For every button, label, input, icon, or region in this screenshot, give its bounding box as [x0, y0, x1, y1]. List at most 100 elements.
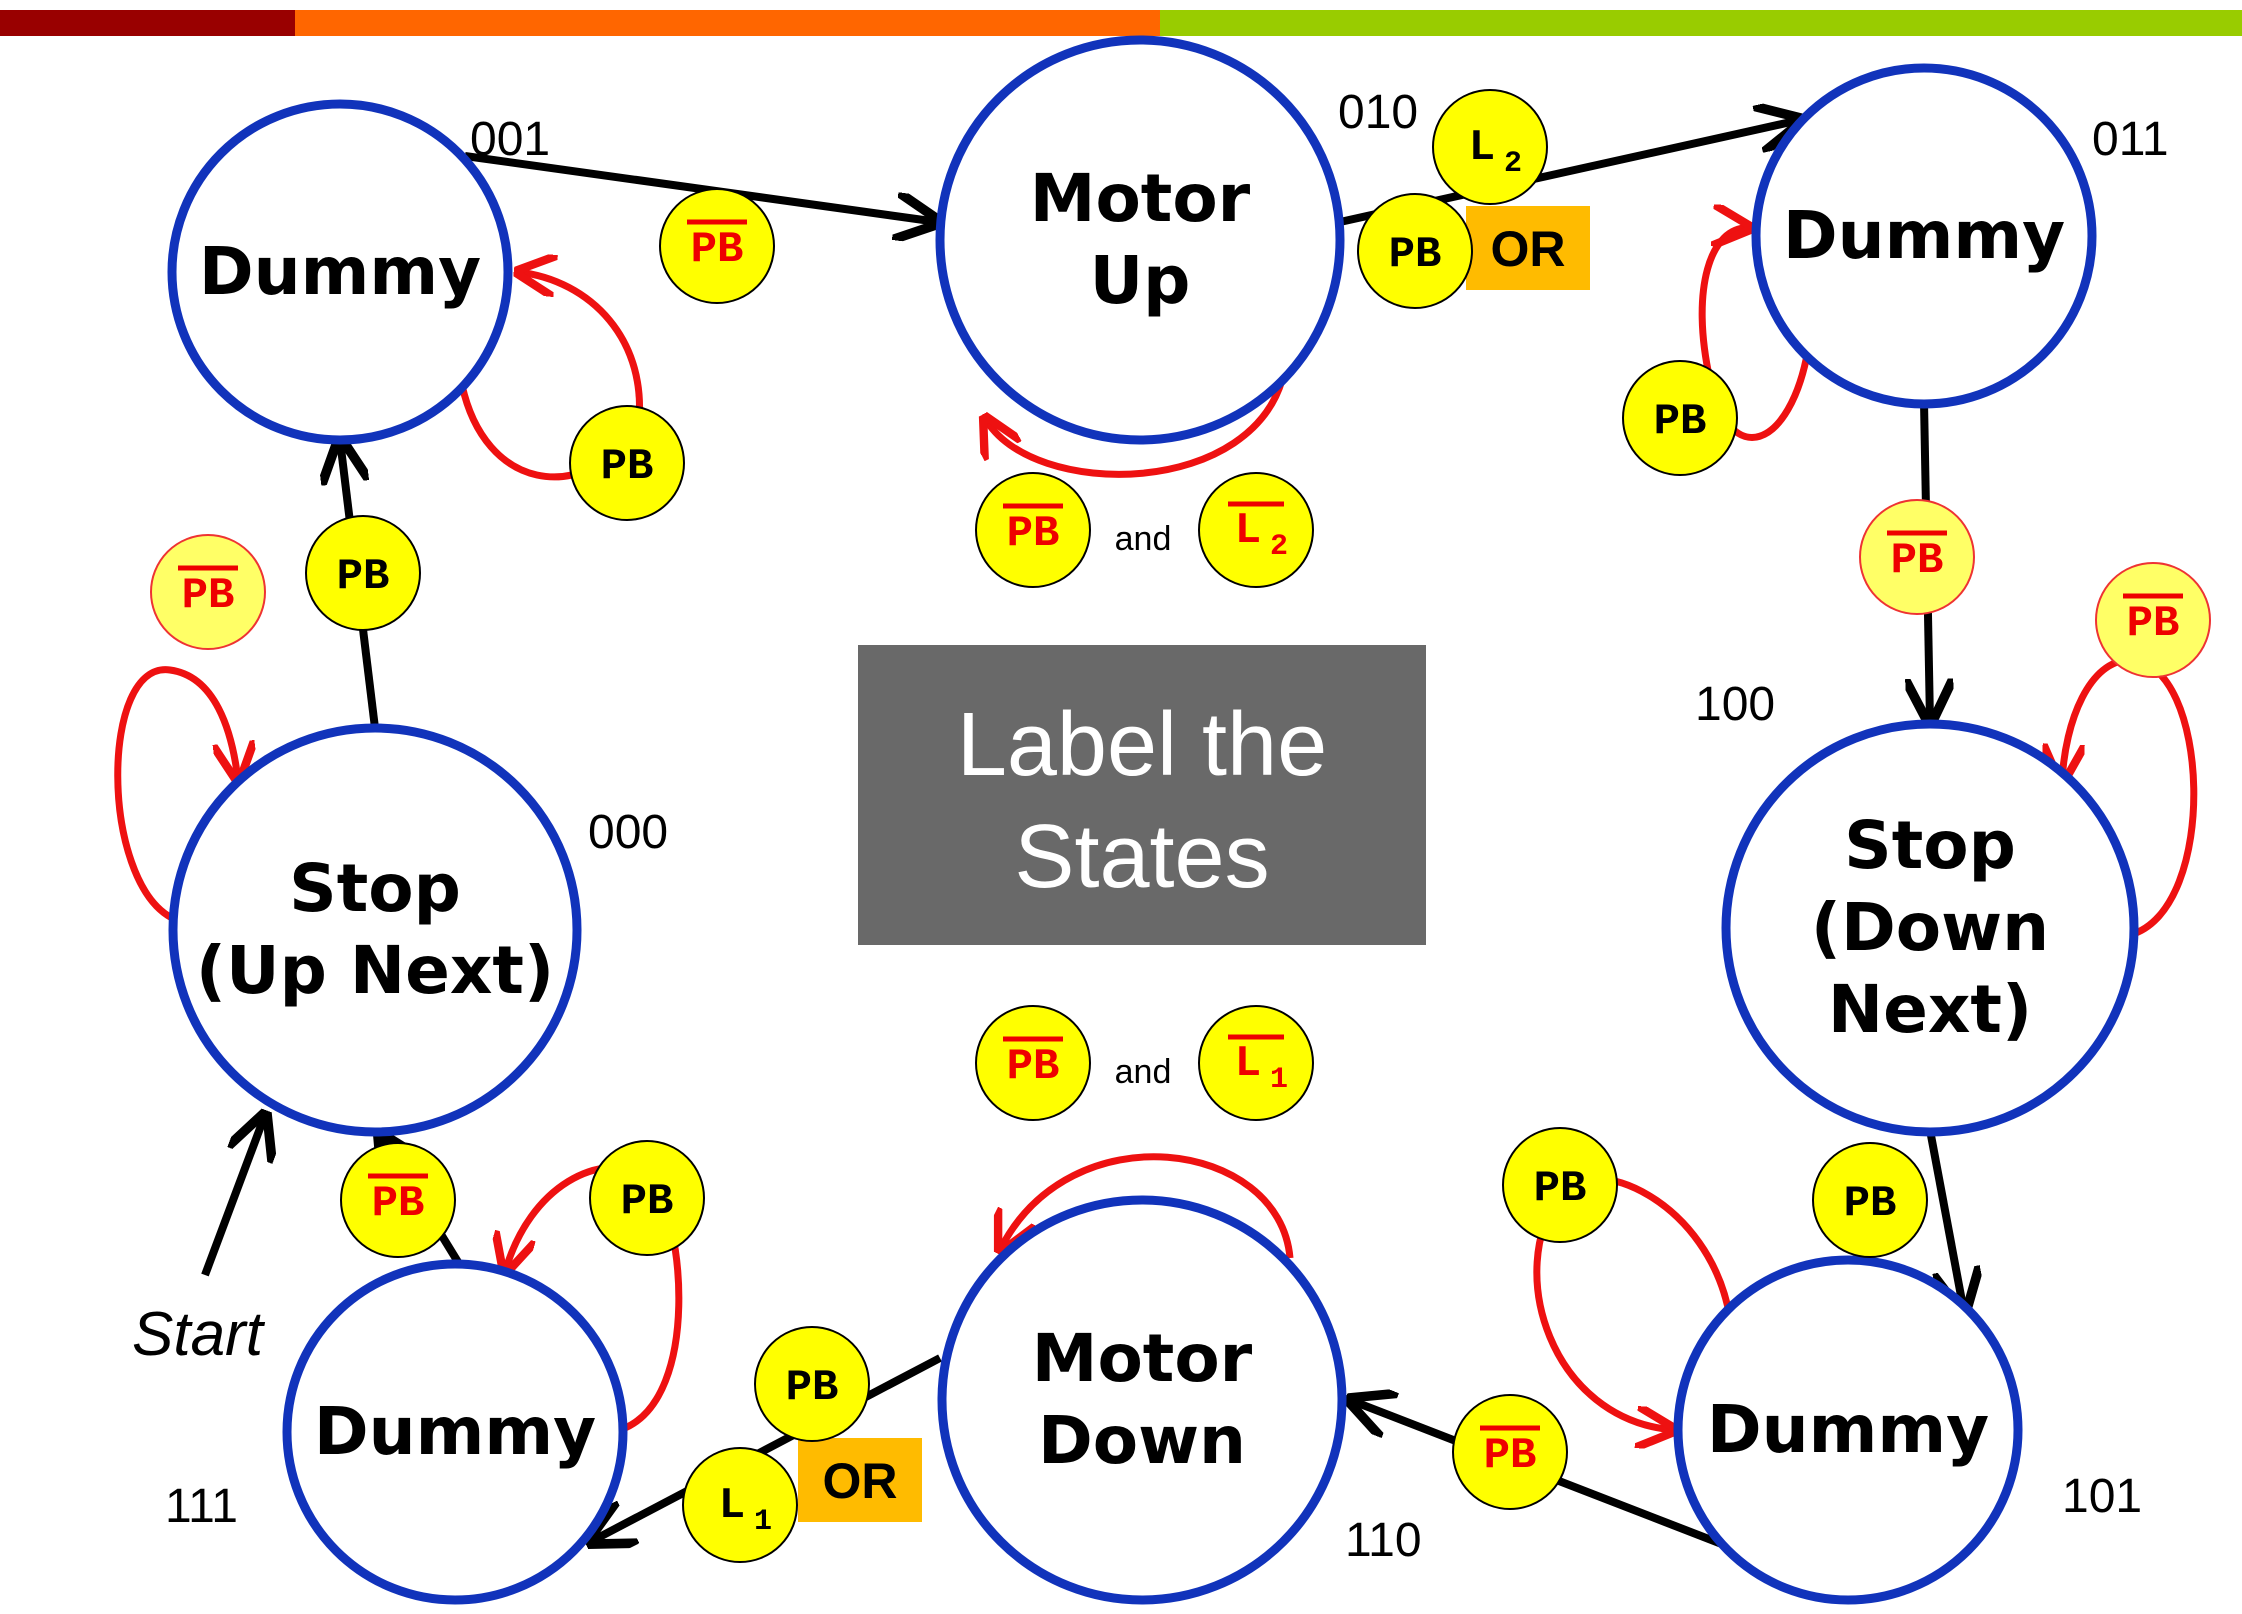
condition-text: PB	[786, 1363, 839, 1413]
condition-bubble	[754, 1326, 870, 1442]
cond-pb-110-111: PB	[754, 1326, 870, 1442]
condition-text: PB	[1484, 1431, 1537, 1481]
state-name-line: Motor	[1030, 160, 1251, 237]
state-code: 001	[470, 113, 550, 166]
label-box-line1: Label the	[957, 695, 1327, 795]
and-text-loop-110: and	[1115, 1053, 1172, 1091]
state-name-line: Dummy	[199, 233, 481, 310]
state-circle	[935, 35, 1345, 445]
and-text-loop-010: and	[1115, 520, 1172, 558]
state-code: 101	[2062, 1470, 2142, 1523]
cond-pb-not-111-000: PB	[340, 1142, 456, 1258]
state-name-line: Dummy	[1783, 197, 2065, 274]
condition-text: PB	[691, 225, 744, 275]
condition-text: PB	[1007, 1042, 1060, 1092]
state-code: 100	[1695, 678, 1775, 731]
start-arrow	[201, 1115, 265, 1277]
or-text: OR	[1491, 221, 1566, 277]
state-code: 110	[1345, 1514, 1422, 1567]
label-box-line2: States	[1014, 807, 1269, 907]
top-color-bar	[0, 10, 2242, 36]
condition-text: L	[1235, 1039, 1261, 1089]
condition-bubble	[975, 472, 1091, 588]
label-box: Label the States	[858, 645, 1426, 945]
condition-bubble	[975, 1005, 1091, 1121]
condition-text: PB	[1007, 509, 1060, 559]
state-circle	[937, 1195, 1347, 1605]
condition-bubble	[1198, 1005, 1314, 1121]
cond-pb-not-loop-100: PB	[2095, 562, 2211, 678]
self-loop-010	[985, 367, 1289, 478]
cond-pb-010-011: PB	[1357, 193, 1473, 309]
cond-pb-not-loop-010: PB	[975, 472, 1091, 588]
condition-bubble	[1432, 89, 1548, 205]
condition-bubble	[305, 515, 421, 631]
condition-subscript: 1	[1270, 1063, 1288, 1097]
condition-bubble	[150, 534, 266, 650]
state-name-line: Up	[1090, 242, 1191, 319]
cond-pb-not-011-100: PB	[1859, 499, 1975, 615]
top-bar-orange	[295, 10, 1160, 36]
cond-pb-not-101-110: PB	[1452, 1394, 1568, 1510]
or-box	[1466, 206, 1590, 290]
self-loop-000	[114, 666, 238, 922]
state-stop-up-next-000: Stop(Up Next)000	[168, 723, 668, 1137]
condition-bubble	[1859, 499, 1975, 615]
state-name-line: Motor	[1032, 1320, 1253, 1397]
state-dummy-111: Dummy 111	[165, 1259, 628, 1605]
condition-text: PB	[2127, 599, 2180, 649]
state-name-line: Stop	[1844, 807, 2016, 884]
state-name-line: Dummy	[314, 1393, 596, 1470]
state-dummy-001: Dummy 001	[167, 99, 550, 445]
condition-subscript: 2	[1270, 530, 1288, 564]
condition-text: PB	[337, 552, 390, 602]
condition-bubble	[589, 1140, 705, 1256]
condition-bubble	[1502, 1127, 1618, 1243]
condition-bubble	[1812, 1142, 1928, 1258]
cond-pb-not-001-010: PB	[659, 188, 775, 304]
condition-text: L	[1469, 123, 1495, 173]
state-circle	[168, 723, 582, 1137]
condition-subscript: 1	[754, 1505, 772, 1539]
condition-text: PB	[601, 442, 654, 492]
state-code: 010	[1338, 86, 1418, 139]
state-code: 000	[588, 806, 668, 859]
cond-or-110-111: OR	[798, 1438, 922, 1522]
top-bar-dark-red	[0, 10, 295, 36]
condition-text: L	[1235, 506, 1261, 556]
cond-or-010-011: OR	[1466, 206, 1590, 290]
transition-001-to-010	[464, 152, 938, 222]
condition-text: PB	[1654, 397, 1707, 447]
condition-text: PB	[1534, 1164, 1587, 1214]
condition-bubble	[1622, 360, 1738, 476]
cond-pb-000-001: PB	[305, 515, 421, 631]
transition-110-to-111	[590, 1354, 942, 1542]
condition-bubble	[682, 1447, 798, 1563]
cond-pb-loop-011: PB	[1622, 360, 1738, 476]
or-text: OR	[823, 1453, 898, 1509]
state-circle	[1721, 719, 2139, 1137]
condition-bubble	[2095, 562, 2211, 678]
label-box-bg	[858, 645, 1426, 945]
cond-pb-loop-111: PB	[589, 1140, 705, 1256]
cond-pb-loop-001: PB	[569, 405, 685, 521]
self-loop-110	[1000, 1153, 1294, 1258]
top-bar-green	[1160, 10, 2242, 36]
state-name-line: Dummy	[1707, 1391, 1989, 1468]
cond-pb-100-101: PB	[1812, 1142, 1928, 1258]
condition-text: PB	[1389, 230, 1442, 280]
condition-text: L	[719, 1481, 745, 1531]
state-name-line: Next)	[1828, 971, 2032, 1048]
state-name-line: (Down	[1811, 889, 2049, 966]
condition-text: PB	[372, 1179, 425, 1229]
condition-bubble	[340, 1142, 456, 1258]
state-code: 111	[165, 1480, 238, 1533]
